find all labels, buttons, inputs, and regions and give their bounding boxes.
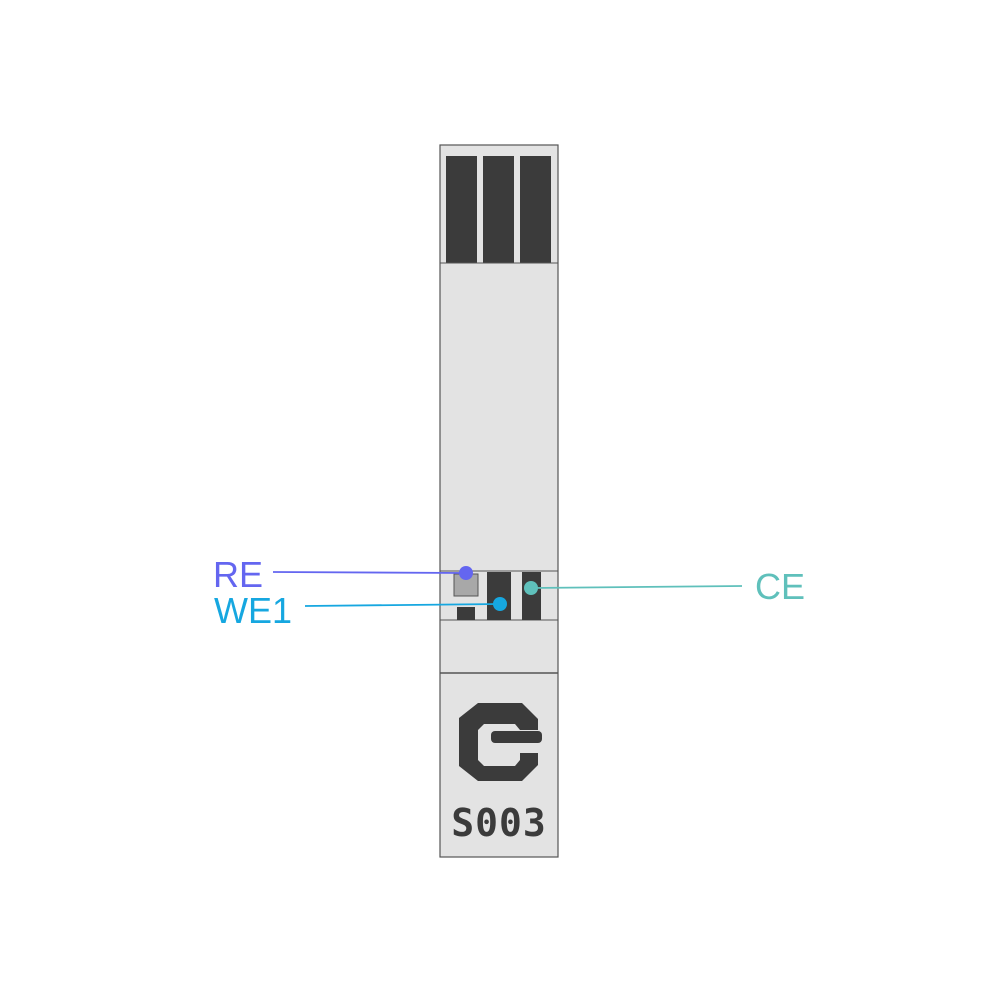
contact-pad-1 [446,156,477,263]
callout-ce: CE [524,566,805,607]
we1-label: WE1 [214,590,292,631]
re-leader-line [272,571,467,574]
ce-marker-dot [524,581,538,595]
callout-re: RE [213,554,473,595]
contact-pad-2 [483,156,514,263]
we1-marker-dot [493,597,507,611]
g-logo-shape [459,703,538,781]
g-logo-bar [491,731,542,743]
ce-leader-line [530,585,743,589]
re-marker-dot [459,566,473,580]
callout-we1: WE1 [214,590,507,631]
we1-electrode [487,572,511,620]
we1-leader-line [304,603,501,607]
re-label: RE [213,554,263,595]
test-strip: S003 [439,144,559,858]
ce-electrode [522,572,541,620]
ce-label: CE [755,566,805,607]
connector-contacts [446,156,551,263]
model-label: S003 [451,801,547,845]
contact-pad-3 [520,156,551,263]
re-trace [457,607,475,620]
g-logo-icon [459,703,542,781]
